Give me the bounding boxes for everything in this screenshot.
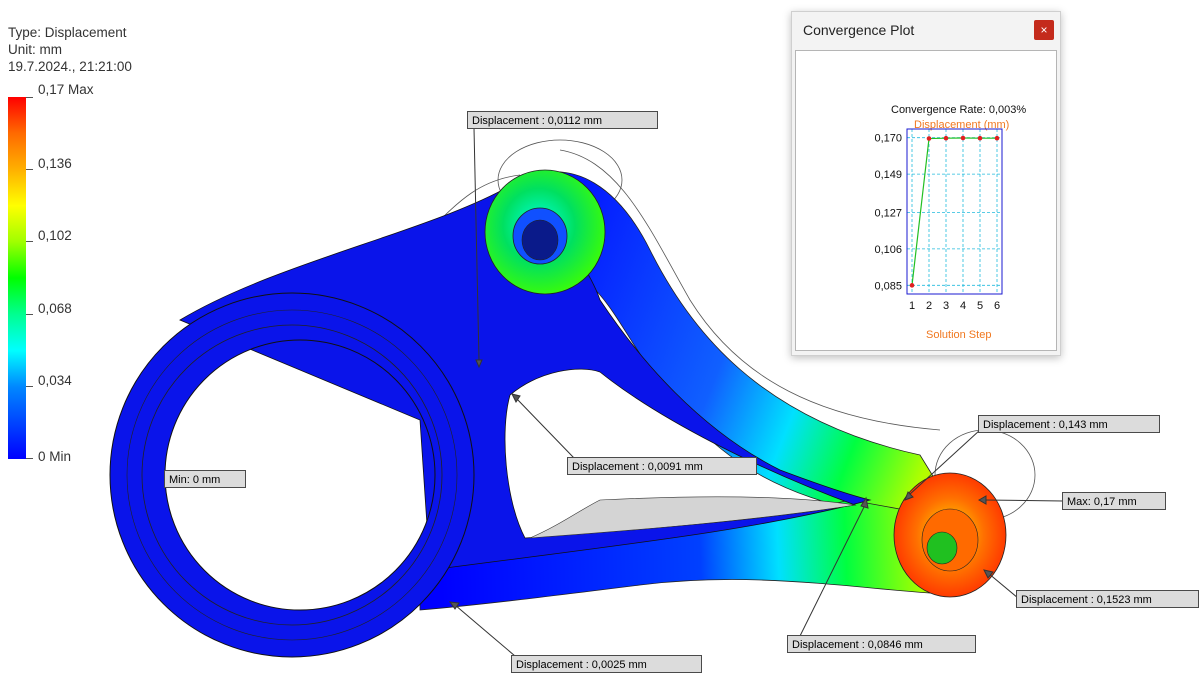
x-tick-label: 5 (977, 300, 983, 312)
hole-shade (529, 496, 856, 539)
x-tick-label: 3 (943, 300, 949, 312)
series-line (911, 137, 997, 286)
callout-displacement-inner[interactable]: Displacement : 0,0091 mm (567, 457, 757, 475)
legend-tick (26, 97, 33, 98)
legend-tick (26, 314, 33, 315)
y-tick-label: 0,170 (874, 133, 902, 145)
legend-label-min: 0 Min (38, 449, 72, 464)
legend-tick (26, 386, 33, 387)
legend-tick (26, 169, 33, 170)
callout-max[interactable]: Max: 0,17 mm (1062, 492, 1166, 510)
callout-displacement-bottom-left[interactable]: Displacement : 0,0025 mm (511, 655, 702, 673)
convergence-plot-title: Convergence Plot (803, 22, 915, 38)
x-tick-label: 1 (909, 300, 915, 312)
convergence-rate: Convergence Rate: 0,003% (891, 104, 1027, 116)
legend-label: 0,068 (38, 301, 72, 316)
legend-label: 0,136 (38, 156, 72, 171)
legend-header: Type: Displacement Unit: mm 19.7.2024., … (8, 24, 132, 75)
x-tick-label: 4 (960, 300, 966, 312)
convergence-plot-window[interactable]: Convergence Plot × Convergence Rate: 0,0… (791, 11, 1061, 356)
data-point (960, 135, 966, 141)
y-tick-label: 0,085 (874, 280, 902, 292)
legend-label: 0,102 (38, 228, 72, 243)
data-point (977, 135, 983, 141)
chart-ylabel: Displacement (mm) (914, 119, 1010, 131)
legend-type: Type: Displacement (8, 25, 127, 40)
legend-unit: Unit: mm (8, 42, 62, 57)
callout-displacement-right-lower[interactable]: Displacement : 0,1523 mm (1016, 590, 1199, 608)
data-point (943, 135, 949, 141)
callout-min[interactable]: Min: 0 mm (164, 470, 246, 488)
legend-tick (26, 241, 33, 242)
y-tick-label: 0,127 (874, 207, 902, 219)
chart-frame (906, 128, 1003, 295)
legend-label-max: 0,17 Max (38, 82, 94, 97)
y-tick-label: 0,106 (874, 244, 902, 256)
data-point (994, 135, 1000, 141)
data-point (926, 136, 932, 141)
x-tick-label: 2 (926, 300, 932, 312)
callout-displacement-top[interactable]: Displacement : 0,0112 mm (467, 111, 658, 129)
chart-xlabel: Solution Step (926, 329, 992, 341)
y-tick-label: 0,149 (874, 169, 902, 181)
x-tick-label: 6 (994, 300, 1000, 312)
data-point (909, 283, 915, 288)
convergence-chart-pane: Convergence Rate: 0,003% Displacement (m… (795, 50, 1057, 351)
close-icon[interactable]: × (1034, 20, 1054, 40)
callout-displacement-bottom-mid[interactable]: Displacement : 0,0846 mm (787, 635, 976, 653)
legend-label: 0,034 (38, 373, 72, 388)
legend-tick (26, 458, 33, 459)
big-ring (109, 292, 475, 658)
callout-leaders (448, 127, 1064, 657)
legend-date: 19.7.2024., 21:21:00 (8, 59, 132, 74)
legend-color-bar (8, 97, 26, 459)
callout-displacement-right-upper[interactable]: Displacement : 0,143 mm (978, 415, 1160, 433)
